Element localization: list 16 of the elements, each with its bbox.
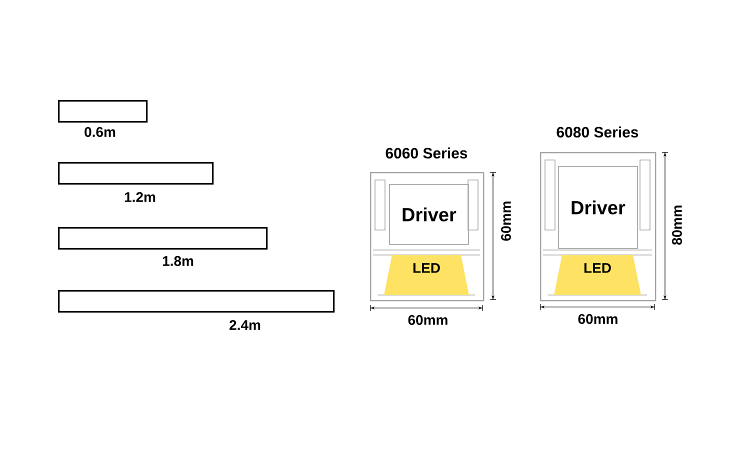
dimension-label: 60mm — [408, 315, 448, 325]
bar-outline — [58, 227, 268, 250]
series-title: 6080 Series — [556, 126, 638, 138]
driver-chamber: Driver — [558, 166, 638, 249]
length-label: 0.6m — [84, 127, 116, 137]
series-title: 6060 Series — [386, 148, 468, 158]
driver-chamber: Driver — [389, 184, 469, 245]
length-label: 1.2m — [124, 192, 156, 202]
length-label: 1.8m — [162, 256, 194, 266]
bar-outline — [58, 100, 148, 123]
dimension-label: 60mm — [501, 202, 511, 241]
dimension-label: 60mm — [578, 314, 618, 324]
dimension-label: 80mm — [672, 206, 682, 245]
length-label: 2.4m — [230, 320, 260, 330]
bar-outline — [58, 290, 335, 313]
bar-outline — [58, 162, 214, 185]
